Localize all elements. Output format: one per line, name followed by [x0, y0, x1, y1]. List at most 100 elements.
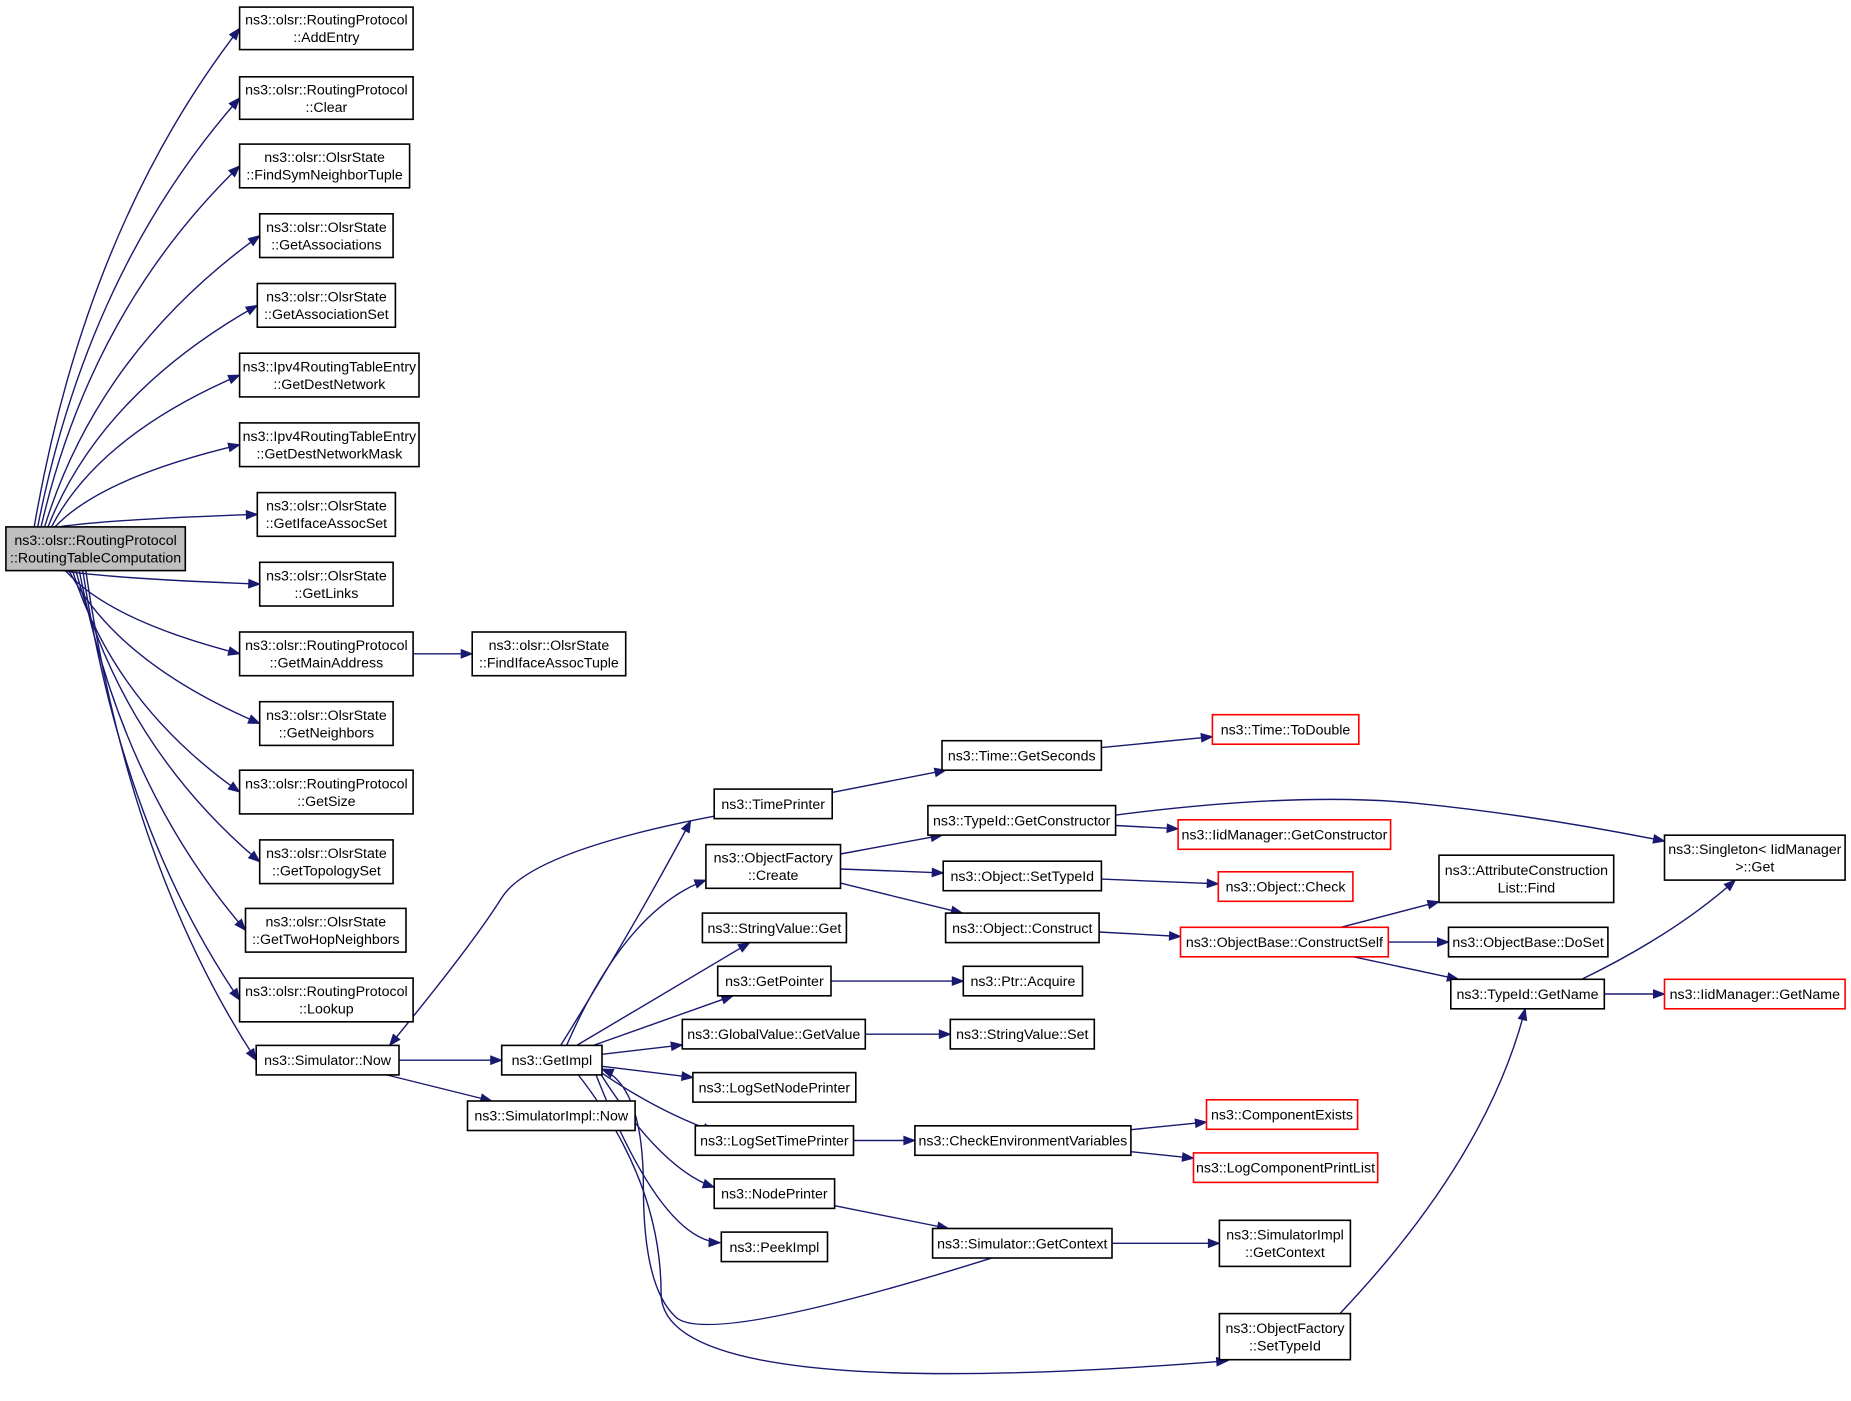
- node-timeGetSeconds[interactable]: ns3::Time::GetSeconds: [941, 739, 1103, 772]
- node-label-getDestNetworkMask-line-1: ns3::Ipv4RoutingTableEntry: [243, 429, 417, 445]
- node-getTwoHop[interactable]: ns3::olsr::OlsrState::GetTwoHopNeighbors: [244, 907, 407, 953]
- arrowhead-getImpl-to-nodePrinter: [701, 1178, 716, 1189]
- node-getSize[interactable]: ns3::olsr::RoutingProtocol::GetSize: [238, 769, 414, 815]
- node-nodePrinter[interactable]: ns3::NodePrinter: [713, 1178, 836, 1210]
- node-getIfaceAssocSet[interactable]: ns3::olsr::OlsrState::GetIfaceAssocSet: [256, 491, 397, 538]
- edge-timePrinter-to-timeGetSeconds: [832, 769, 947, 794]
- node-svGet[interactable]: ns3::StringValue::Get: [701, 912, 848, 944]
- node-logCompPrint[interactable]: ns3::LogComponentPrintList: [1192, 1152, 1379, 1184]
- node-getDestNetworkMask[interactable]: ns3::Ipv4RoutingTableEntry::GetDestNetwo…: [238, 422, 420, 468]
- node-label-getMainAddress-line-1: ns3::olsr::RoutingProtocol: [245, 638, 407, 654]
- node-box-iidGetName: [1663, 978, 1846, 1010]
- edge-root-to-simNow: [85, 570, 257, 1061]
- node-clear[interactable]: ns3::olsr::RoutingProtocol::Clear: [238, 76, 414, 121]
- node-simImplNow[interactable]: ns3::SimulatorImpl::Now: [466, 1100, 636, 1132]
- arrowhead-root-to-getSize: [227, 781, 241, 793]
- node-label-obConstructSelf-line-1: ns3::ObjectBase::ConstructSelf: [1186, 935, 1383, 951]
- arrowhead-simGetContext-to-simImplGetContext: [1207, 1238, 1221, 1249]
- node-peekImpl[interactable]: ns3::PeekImpl: [720, 1231, 829, 1263]
- node-box-singletonGet: [1663, 834, 1846, 881]
- node-label-compExists-line-1: ns3::ComponentExists: [1211, 1108, 1353, 1124]
- node-simNow[interactable]: ns3::Simulator::Now: [255, 1044, 400, 1076]
- node-getNeighbors[interactable]: ns3::olsr::OlsrState::GetNeighbors: [258, 700, 394, 747]
- edges-layer: [33, 27, 1737, 1375]
- node-objCheck[interactable]: ns3::Object::Check: [1217, 870, 1354, 903]
- node-label-simNow-line-1: ns3::Simulator::Now: [264, 1053, 392, 1069]
- node-box-checkEnv: [914, 1125, 1132, 1157]
- node-svSet[interactable]: ns3::StringValue::Set: [949, 1018, 1096, 1050]
- node-getAssociations[interactable]: ns3::olsr::OlsrState::GetAssociations: [258, 213, 394, 259]
- node-label-getAssociations-line-1: ns3::olsr::OlsrState: [266, 220, 387, 236]
- arrowhead-objSetTypeId-to-objCheck: [1206, 878, 1220, 889]
- node-obDoSet[interactable]: ns3::ObjectBase::DoSet: [1447, 926, 1609, 958]
- arrowhead-ofSetTypeId-to-tidGetName: [1517, 1007, 1528, 1022]
- node-box-timeToDouble: [1211, 713, 1360, 746]
- node-box-simNow: [255, 1044, 400, 1076]
- node-ofSetTypeId[interactable]: ns3::ObjectFactory::SetTypeId: [1218, 1312, 1352, 1361]
- node-box-acFind: [1438, 854, 1615, 904]
- node-label-findSym-line-1: ns3::olsr::OlsrState: [264, 150, 385, 166]
- arrowhead-root-to-getTwoHop: [234, 918, 247, 932]
- node-addEntry[interactable]: ns3::olsr::RoutingProtocol::AddEntry: [238, 6, 414, 51]
- node-label-findIfaceAssoc-line-1: ns3::olsr::OlsrState: [489, 638, 610, 654]
- edge-ofCreate-to-objConstruct: [840, 882, 963, 914]
- node-simImplGetContext[interactable]: ns3::SimulatorImpl::GetContext: [1218, 1219, 1352, 1268]
- node-checkEnv[interactable]: ns3::CheckEnvironmentVariables: [914, 1125, 1132, 1157]
- edge-timeGetSeconds-to-timeToDouble: [1101, 736, 1213, 749]
- node-label-ptrAcquire-line-1: ns3::Ptr::Acquire: [970, 974, 1075, 990]
- arrowhead-simNow-to-getImpl: [490, 1055, 504, 1066]
- node-box-objConstruct: [944, 912, 1100, 944]
- arrowhead-obConstructSelf-to-acFind: [1426, 899, 1441, 910]
- node-getLinks[interactable]: ns3::olsr::OlsrState::GetLinks: [258, 561, 394, 607]
- node-logSetNode[interactable]: ns3::LogSetNodePrinter: [692, 1071, 857, 1103]
- node-logSetTime[interactable]: ns3::LogSetTimePrinter: [694, 1125, 855, 1157]
- node-findSym[interactable]: ns3::olsr::OlsrState::FindSymNeighborTup…: [238, 143, 411, 189]
- node-label-svSet-line-1: ns3::StringValue::Set: [956, 1027, 1088, 1043]
- node-box-ptrAcquire: [962, 965, 1084, 997]
- node-getImpl[interactable]: ns3::GetImpl: [500, 1044, 603, 1076]
- node-iidGetCtor[interactable]: ns3::IidManager::GetConstructor: [1177, 818, 1392, 851]
- node-objSetTypeId[interactable]: ns3::Object::SetTypeId: [942, 860, 1103, 892]
- node-simGetContext[interactable]: ns3::Simulator::GetContext: [931, 1227, 1113, 1259]
- node-box-getTwoHop: [244, 907, 407, 953]
- edge-objSetTypeId-to-objCheck: [1101, 878, 1219, 885]
- node-box-timePrinter: [713, 788, 834, 820]
- node-ptrAcquire[interactable]: ns3::Ptr::Acquire: [962, 965, 1084, 997]
- node-box-addEntry: [238, 6, 414, 51]
- node-gvGetValue[interactable]: ns3::GlobalValue::GetValue: [681, 1018, 867, 1050]
- node-label-getTopologySet-line-2: ::GetTopologySet: [272, 864, 381, 880]
- node-objConstruct[interactable]: ns3::Object::Construct: [944, 912, 1100, 944]
- node-label-findIfaceAssoc-line-2: ::FindIfaceAssocTuple: [479, 656, 619, 672]
- arrowhead-getMainAddress-to-findIfaceAssoc: [460, 648, 474, 659]
- edge-getImpl-to-ofSetTypeId: [577, 1074, 1228, 1375]
- node-lookup[interactable]: ns3::olsr::RoutingProtocol::Lookup: [238, 977, 414, 1023]
- node-tidGetName[interactable]: ns3::TypeId::GetName: [1450, 978, 1606, 1010]
- node-timeToDouble[interactable]: ns3::Time::ToDouble: [1211, 713, 1360, 746]
- node-label-getDestNetwork-line-2: ::GetDestNetwork: [273, 377, 386, 393]
- node-label-addEntry-line-2: ::AddEntry: [293, 30, 360, 46]
- node-box-obDoSet: [1447, 926, 1609, 958]
- node-box-lookup: [238, 977, 414, 1023]
- node-ofCreate[interactable]: ns3::ObjectFactory::Create: [705, 843, 842, 890]
- node-tidGetCtor[interactable]: ns3::TypeId::GetConstructor: [927, 804, 1117, 836]
- node-getDestNetwork[interactable]: ns3::Ipv4RoutingTableEntry::GetDestNetwo…: [238, 352, 420, 398]
- node-label-getNeighbors-line-2: ::GetNeighbors: [279, 725, 374, 741]
- node-label-addEntry-line-1: ns3::olsr::RoutingProtocol: [245, 13, 407, 29]
- node-singletonGet[interactable]: ns3::Singleton< IidManager>::Get: [1663, 834, 1846, 881]
- node-iidGetName[interactable]: ns3::IidManager::GetName: [1663, 978, 1846, 1010]
- node-label-tidGetCtor-line-1: ns3::TypeId::GetConstructor: [933, 813, 1111, 829]
- node-getPointer[interactable]: ns3::GetPointer: [716, 965, 832, 997]
- node-getAssociationSet[interactable]: ns3::olsr::OlsrState::GetAssociationSet: [256, 282, 397, 329]
- node-findIfaceAssoc[interactable]: ns3::olsr::OlsrState::FindIfaceAssocTupl…: [471, 631, 627, 677]
- node-obConstructSelf[interactable]: ns3::ObjectBase::ConstructSelf: [1179, 926, 1390, 958]
- arrowhead-root-to-getAssociationSet: [244, 304, 259, 316]
- node-compExists[interactable]: ns3::ComponentExists: [1205, 1099, 1359, 1131]
- edge-ofSetTypeId-to-tidGetName: [1339, 1008, 1526, 1315]
- node-root[interactable]: ns3::olsr::RoutingProtocol::RoutingTable…: [5, 526, 187, 572]
- node-getMainAddress[interactable]: ns3::olsr::RoutingProtocol::GetMainAddre…: [238, 631, 414, 677]
- arrowhead-root-to-getLinks: [248, 578, 262, 589]
- node-getTopologySet[interactable]: ns3::olsr::OlsrState::GetTopologySet: [258, 839, 394, 885]
- node-timePrinter[interactable]: ns3::TimePrinter: [713, 788, 834, 820]
